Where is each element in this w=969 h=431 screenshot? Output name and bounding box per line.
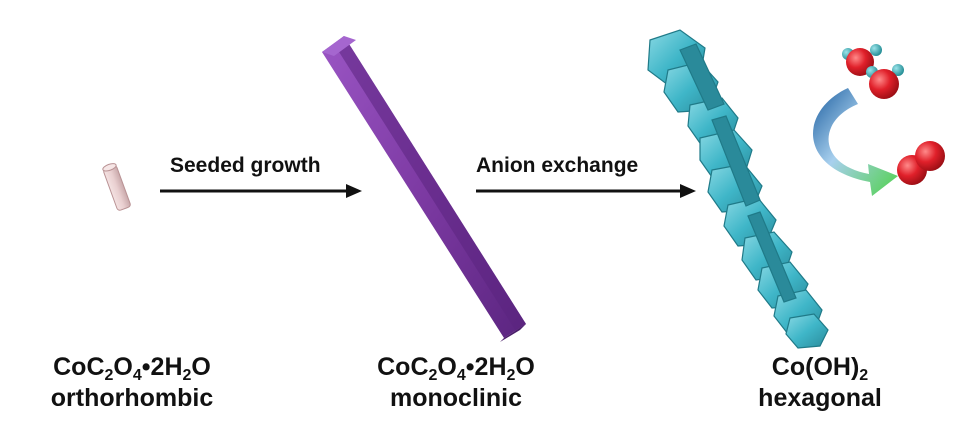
phase-monoclinic: monoclinic xyxy=(390,384,522,412)
phase-orthorhombic: orthorhombic xyxy=(50,384,214,412)
stage-label-monoclinic: CoC2O4•2H2O monoclinic xyxy=(346,352,566,414)
monoclinic-rod xyxy=(322,36,526,342)
arrow-seeded-growth xyxy=(160,184,362,198)
arrow-anion-exchange xyxy=(476,184,696,198)
formula-orthorhombic: CoC2O4•2H2O xyxy=(53,353,211,384)
hexagonal-plate-stack xyxy=(647,29,829,349)
water-molecules xyxy=(842,44,904,99)
curved-arrow xyxy=(812,88,898,196)
phase-hexagonal: hexagonal xyxy=(758,384,882,412)
oxygen-molecule xyxy=(897,141,945,185)
stage-label-orthorhombic: CoC2O4•2H2O orthorhombic xyxy=(22,352,242,414)
formula-monoclinic: CoC2O4•2H2O xyxy=(377,353,535,384)
formula-hexagonal: Co(OH)2 xyxy=(771,353,869,384)
step-label-anion-exchange: Anion exchange xyxy=(476,154,639,177)
stage-label-hexagonal: Co(OH)2 hexagonal xyxy=(730,352,910,414)
seed-rod xyxy=(102,163,131,211)
step-label-seeded-growth: Seeded growth xyxy=(170,154,321,177)
